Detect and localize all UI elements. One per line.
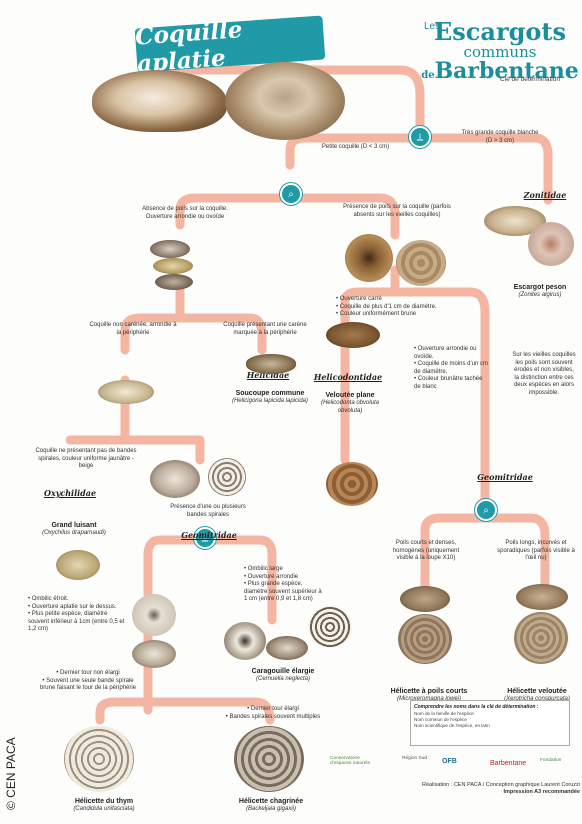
- caliper-icon: ⟂: [409, 126, 431, 148]
- node-round-opening: • Ouverture arrondie ou ovoïde. • Coquil…: [414, 346, 490, 391]
- shell-photo-helicodonta: [326, 322, 380, 348]
- brand-line-1: Escargots: [420, 20, 580, 44]
- shell-photo-zonites-top: [528, 222, 574, 266]
- magnifier-icon: ⌕: [280, 183, 302, 205]
- magnifier-icon: ⌕: [475, 499, 497, 521]
- node-narrow-umbilicus: • Ombilic étroit. • Ouverture aplatie su…: [28, 596, 126, 634]
- shell-photo-hairs-2: [396, 240, 446, 286]
- node-long-hairs: Poils longs, incurvés et sporadiques (pa…: [496, 540, 576, 563]
- shell-photo-candidula-umbilicus: [132, 594, 176, 636]
- brand-logo: Les Escargots communs deBarbentane: [420, 20, 580, 82]
- species-veloutee-plane: Veloutée plane(Helicodonta obvoluta obvo…: [310, 392, 390, 415]
- shell-photo-no-hairs-3: [155, 274, 193, 290]
- species-escargot-peson: Escargot peson(Zonites algirus): [500, 284, 580, 300]
- footer: Réalisation : CEN PACA / Conception grap…: [355, 782, 580, 797]
- logo-cen: Conservatoire d'espaces naturels: [330, 756, 376, 767]
- node-keeled: Coquille présentant une carène marquée à…: [222, 322, 308, 337]
- species-caragouille-elargie: Caragouille élargie(Cernuella neglecta): [228, 668, 338, 684]
- name-legend: Comprendre les noms dans la clé de déter…: [410, 700, 570, 746]
- node-bands: Présence d'une ou plusieurs bandes spira…: [166, 504, 250, 519]
- shell-photo-microxeromagna-side: [400, 586, 450, 612]
- shell-photo-banded-side: [150, 460, 200, 498]
- photo-credit: © CEN PACA: [0, 720, 16, 810]
- shell-photo-helicigona: [246, 354, 296, 374]
- shell-photo-no-hairs-1: [150, 240, 190, 258]
- node-last-turn-not-wide: • Dernier tour non élargi • Souvent une …: [36, 670, 140, 693]
- node-short-hairs: Poils courts et denses, homogènes (uniqu…: [384, 540, 468, 563]
- shell-photo-cernuella-3: [308, 606, 352, 648]
- species-helicette-chagrinee: Hélicette chagrinée(Backeljaia gigaxii): [216, 798, 326, 814]
- shell-photo-no-hairs-2: [153, 258, 193, 274]
- family-zonitidae: Zonitidae: [510, 190, 580, 200]
- shell-photo-xerotricha-top: [514, 612, 568, 664]
- logo-fondation: Fondation: [540, 758, 578, 763]
- logo-region: Région Sud: [402, 756, 432, 761]
- family-geomitridae-right: Geomitridae: [470, 472, 540, 482]
- family-helicodontidae: Helicodontidae: [310, 372, 386, 382]
- species-grand-luisant: Grand luisant(Oxychilus draparnaudi): [24, 522, 124, 538]
- partner-logos: Conservatoire d'espaces naturels Région …: [330, 752, 580, 778]
- node-no-hairs: Absence de poils sur la coquille. Ouvert…: [140, 206, 230, 221]
- node-not-keeled: Coquille non carénée, arrondie à la péri…: [88, 322, 178, 337]
- shell-photo-oxychilus-side: [98, 380, 154, 404]
- shell-photo-cernuella-1: [224, 622, 266, 660]
- shell-photo-candidula-side: [132, 640, 176, 668]
- shell-photo-top: [225, 62, 345, 140]
- shell-photo-side: [92, 70, 227, 132]
- node-old-shells-note: Sur les vieilles coquilles les poils son…: [512, 352, 576, 397]
- shell-photo-hairs-1: [345, 234, 393, 282]
- node-large-shell: Très grande coquille blanche (D > 3 cm): [460, 130, 540, 145]
- shell-photo-backeljaia-top: [234, 726, 304, 792]
- shell-photo-helicodonta-top: [326, 462, 378, 506]
- shell-photo-candidula-top: [64, 726, 134, 792]
- node-small-shell: Petite coquille (D < 3 cm): [318, 144, 393, 152]
- node-last-turn-wide: • Dernier tour élargi • Bandes spirales …: [212, 706, 334, 721]
- family-geomitridae-left: Geomitridae: [174, 530, 244, 540]
- shell-photo-xerotricha-side: [516, 584, 568, 610]
- species-soucoupe-commune: Soucoupe commune(Helicigona lapicida lap…: [220, 390, 320, 406]
- node-wide-umbilicus: • Ombilic large • Ouverture arrondie • P…: [244, 566, 324, 604]
- node-square-opening: • Ouverture carré • Coquille de plus d'1…: [336, 296, 446, 319]
- shell-photo-microxeromagna-top: [398, 614, 452, 664]
- shell-photo-banded-top: [208, 458, 246, 496]
- logo-ofb: OFB: [442, 758, 470, 766]
- family-oxychilidae: Oxychilidae: [30, 488, 110, 498]
- node-no-bands: Coquille ne présentant pas de bandes spi…: [30, 448, 142, 471]
- logo-barbentane: Barbentane: [490, 760, 532, 768]
- node-hairs: Présence de poils sur la coquille (parfo…: [334, 204, 460, 219]
- species-helicette-thym: Hélicette du thym(Candidula unifasciata): [54, 798, 154, 814]
- shell-photo-cernuella-2: [266, 636, 308, 660]
- shell-photo-oxychilus-top: [56, 550, 100, 580]
- subtitle: Clé de détermination: [500, 76, 560, 83]
